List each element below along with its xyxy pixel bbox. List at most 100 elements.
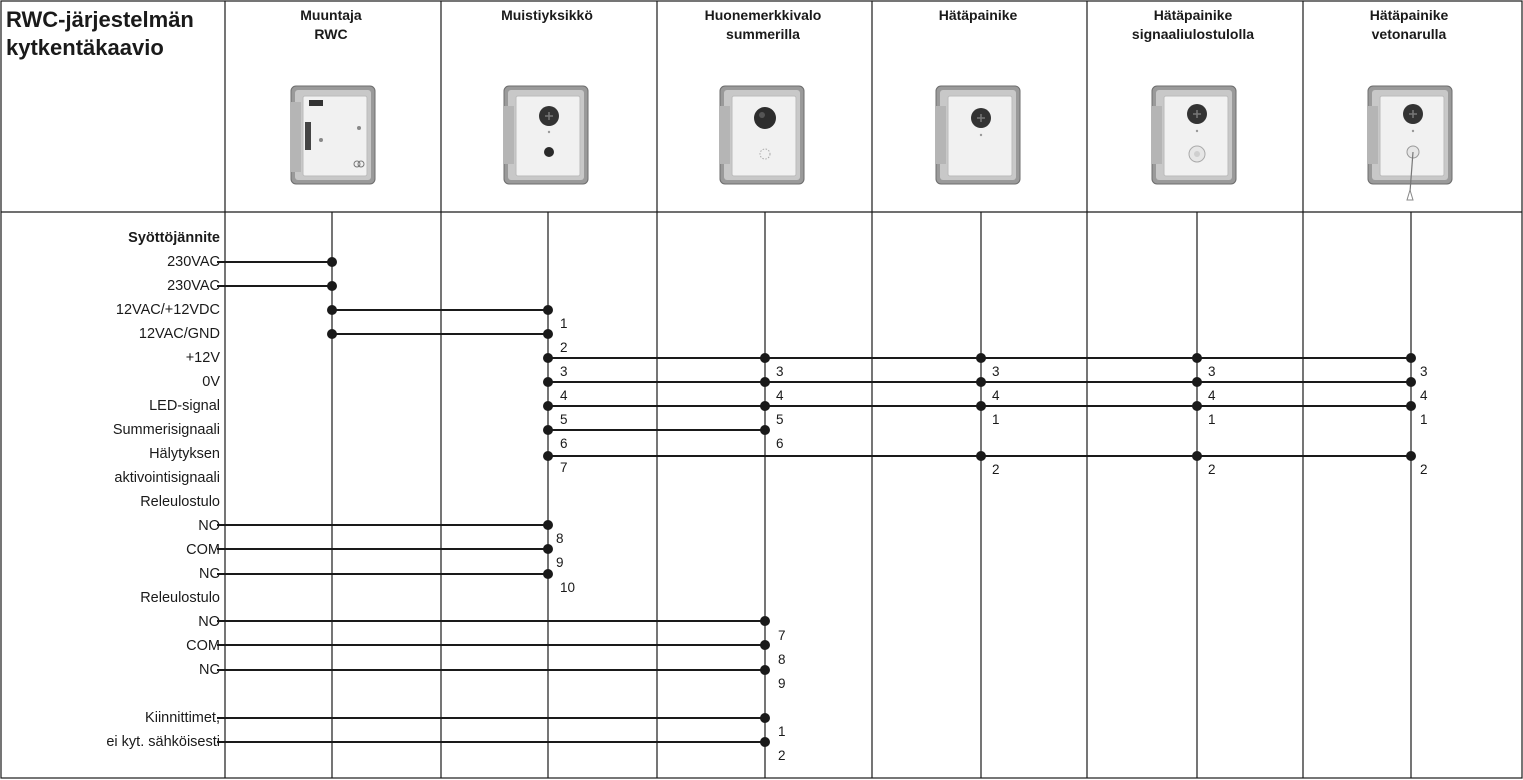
junction-dot [1192, 377, 1202, 387]
diagram-title-line2: kytkentäkaavio [6, 35, 164, 60]
junction-dot [1406, 353, 1416, 363]
signal-label: COM [186, 542, 220, 558]
room-indicator-icon [719, 85, 805, 185]
device-name: Hätäpainike [1369, 7, 1449, 23]
signal-label: ei kyt. sähköisesti [106, 734, 220, 750]
signal-label: Syöttöjännite [128, 230, 220, 246]
junction-dot [543, 451, 553, 461]
device-name-sub: summerilla [726, 26, 800, 42]
junction-dot [976, 377, 986, 387]
diagram-title-line1: RWC-järjestelmän [6, 7, 194, 32]
signal-label: 12VAC/GND [138, 326, 220, 342]
signal-label: Summerisignaali [112, 422, 220, 438]
junction-dot [760, 616, 770, 626]
junction-dot [543, 544, 553, 554]
signal-label: 230VAC [167, 278, 220, 294]
terminal-number: 2 [560, 340, 568, 355]
signal-label: NC [199, 566, 220, 582]
terminal-number: 2 [992, 462, 1000, 477]
terminal-number: 4 [1420, 388, 1428, 403]
signal-label: 12VAC/+12VDC [115, 302, 220, 318]
junction-dot [543, 353, 553, 363]
device-name: Hätäpainike [1153, 7, 1233, 23]
device-header-transformer: Muuntaja RWC [225, 6, 437, 44]
terminal-number: 7 [560, 460, 568, 475]
junction-dot [543, 377, 553, 387]
terminal-number: 2 [778, 748, 786, 763]
device-header-memory-unit: Muistiyksikkö [441, 6, 653, 25]
terminal-number: 4 [560, 388, 568, 403]
signal-label: 230VAC [167, 254, 220, 270]
device-name-sub: RWC [314, 26, 348, 42]
terminal-number: 3 [992, 364, 1000, 379]
device-name: Huonemerkkivalo [704, 7, 822, 23]
signal-label: 0V [202, 374, 220, 390]
junction-dot [760, 353, 770, 363]
junction-dot [327, 257, 337, 267]
terminal-number: 2 [1420, 462, 1428, 477]
device-name-sub: vetonarulla [1371, 26, 1447, 42]
terminal-number: 3 [1420, 364, 1428, 379]
device-header-emergency-button: Hätäpainike [872, 6, 1084, 25]
junction-dot [543, 401, 553, 411]
junction-dot [543, 569, 553, 579]
junction-dot [1406, 377, 1416, 387]
device-header-emergency-pull-cord: Hätäpainike vetonarulla [1303, 6, 1515, 44]
terminal-number: 1 [560, 316, 568, 331]
junction-dots [327, 257, 1416, 747]
emergency-pull-cord-icon [1367, 85, 1453, 201]
junction-dot [760, 737, 770, 747]
signal-label: Hälytyksen [149, 446, 220, 462]
junction-dot [1192, 451, 1202, 461]
signal-label: NO [198, 614, 220, 630]
junction-dot [976, 353, 986, 363]
junction-dot [760, 401, 770, 411]
emergency-button-signal-icon [1151, 85, 1237, 185]
junction-dot [1192, 401, 1202, 411]
emergency-button-icon [935, 85, 1021, 185]
junction-dot [760, 713, 770, 723]
terminal-number: 1 [992, 412, 1000, 427]
terminal-number: 1 [1208, 412, 1216, 427]
device-name: Muistiyksikkö [501, 7, 593, 23]
junction-dot [543, 305, 553, 315]
terminal-number: 6 [560, 436, 568, 451]
terminal-number: 9 [556, 555, 564, 570]
memory-unit-icon [503, 85, 589, 185]
junction-dot [327, 281, 337, 291]
signal-label: +12V [185, 350, 220, 366]
terminal-number: 4 [1208, 388, 1216, 403]
terminal-number: 8 [556, 531, 564, 546]
device-name: Hätäpainike [938, 7, 1018, 23]
signal-label: NC [199, 662, 220, 678]
terminal-number: 8 [778, 652, 786, 667]
device-name-sub: signaaliulostulolla [1131, 26, 1255, 42]
device-header-emergency-button-signal: Hätäpainike signaaliulostulolla [1087, 6, 1299, 44]
junction-dot [327, 329, 337, 339]
signal-label: NO [198, 518, 220, 534]
terminal-number: 2 [1208, 462, 1216, 477]
terminal-number: 5 [776, 412, 784, 427]
terminal-number: 4 [776, 388, 784, 403]
junction-dot [760, 640, 770, 650]
signal-label: Releulostulo [140, 590, 220, 606]
junction-dot [976, 451, 986, 461]
device-name: Muuntaja [300, 7, 362, 23]
junction-dot [760, 665, 770, 675]
junction-dot [543, 520, 553, 530]
terminal-number: 6 [776, 436, 784, 451]
junction-dot [1406, 401, 1416, 411]
terminal-number: 5 [560, 412, 568, 427]
junction-dot [976, 401, 986, 411]
junction-dot [1406, 451, 1416, 461]
terminal-number: 3 [560, 364, 568, 379]
terminal-number: 1 [778, 724, 786, 739]
terminal-number: 3 [1208, 364, 1216, 379]
signal-label: Releulostulo [140, 494, 220, 510]
terminal-number: 7 [778, 628, 786, 643]
diagram-title: RWC-järjestelmän kytkentäkaavio [6, 6, 222, 62]
